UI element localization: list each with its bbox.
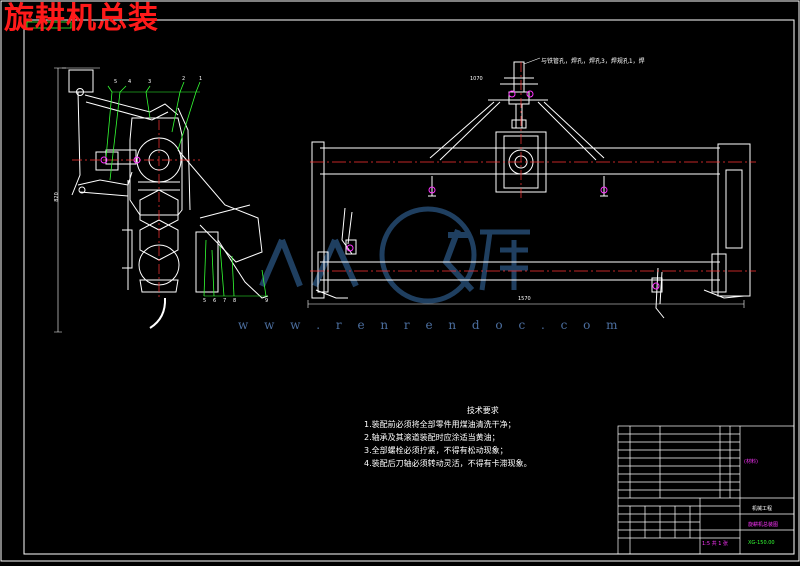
part-label: 5 xyxy=(203,298,207,304)
title-block xyxy=(617,425,795,555)
tech-item: 3.全部螺栓必须拧紧，不得有松动现象； xyxy=(364,446,508,455)
top-annotation: 与铁管孔，焊孔，焊孔3，焊规孔1，焊 xyxy=(541,58,645,65)
part-label: 1 xyxy=(199,76,203,82)
part-label: 4 xyxy=(128,79,132,85)
dimension-overall-width: 1570 xyxy=(518,296,531,302)
part-label: 6 xyxy=(213,298,217,304)
tech-item: 4.装配后刀轴必须转动灵活，不得有卡滞现象。 xyxy=(364,459,532,468)
material-note: (材料) xyxy=(744,459,758,465)
tail-hose xyxy=(149,297,167,329)
parts-list xyxy=(618,426,794,499)
blade-group xyxy=(341,207,665,319)
drawing-number: XG-150.00 xyxy=(748,540,775,546)
watermark-logo xyxy=(259,206,530,304)
top-left-stamp xyxy=(26,21,72,29)
drawing-name: 旋耕机总装图 xyxy=(748,522,779,528)
dimension-flange: 1070 xyxy=(470,76,483,82)
scale-row: 1:5 共 1 张 xyxy=(702,541,728,547)
part-label: 7 xyxy=(223,298,227,304)
dimension-height: 820 xyxy=(53,192,60,202)
part-label: 5 xyxy=(114,79,118,85)
part-label: 9 xyxy=(265,298,269,304)
company-name: 机械工程 xyxy=(752,506,773,512)
tech-heading: 技术要求 xyxy=(466,406,499,415)
watermark-url: w w w . r e n r e n d o c . c o m xyxy=(238,318,624,332)
inner-frame xyxy=(23,19,795,555)
technical-requirements: 技术要求 1.装配前必须将全部零件用煤油清洗干净； 2.轴承及其滚道装配时应涂适… xyxy=(364,404,532,470)
part-label: 2 xyxy=(182,76,186,82)
hitch-pin xyxy=(76,88,84,96)
hitch-plate xyxy=(68,69,94,93)
part-label: 3 xyxy=(148,79,152,85)
side-view xyxy=(54,67,269,333)
part-label: 8 xyxy=(233,298,237,304)
drawing-title: 旋耕机总装 xyxy=(4,1,159,36)
tech-item: 1.装配前必须将全部零件用煤油清洗干净； xyxy=(364,420,516,429)
tech-item: 2.轴承及其滚道装配时应涂适当黄油； xyxy=(364,433,500,442)
front-view xyxy=(307,57,756,319)
